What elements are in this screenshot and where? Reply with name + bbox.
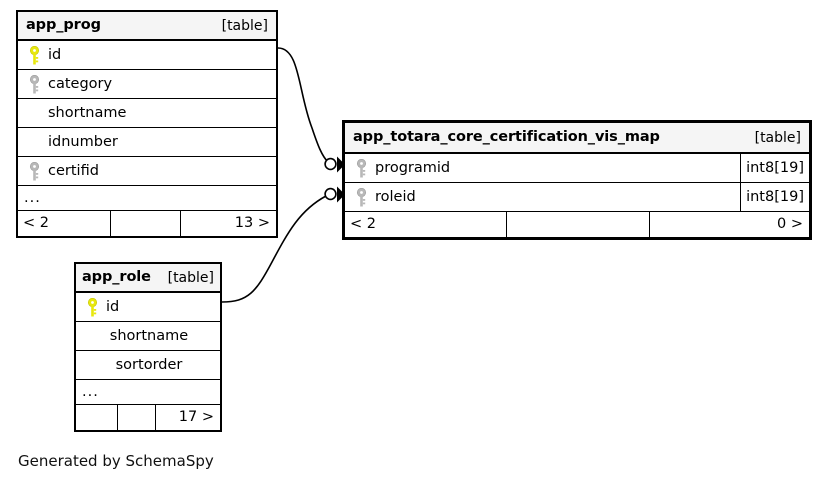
column-main-cell: programid [345, 158, 740, 178]
optional-marker-circle [324, 187, 337, 201]
generated-by-caption: Generated by SchemaSpy [18, 452, 214, 470]
column-name: roleid [375, 188, 416, 205]
column-main-cell: shortname [18, 103, 276, 123]
column-name: certifid [48, 162, 99, 179]
table-header-app_prog: app_prog [table] [18, 12, 276, 41]
table-app_role[interactable]: app_role [table] id shortname [74, 262, 222, 432]
column-row-shortname[interactable]: shortname [76, 322, 220, 351]
footer-parents-count[interactable]: < 2 [350, 216, 376, 233]
table-app_prog[interactable]: app_prog [table] id [16, 10, 278, 238]
column-main-cell: certifid [18, 161, 276, 181]
footer-middle-cell [117, 405, 155, 430]
column-row-id[interactable]: id [76, 293, 220, 322]
column-main-cell: category [18, 74, 276, 94]
table-footer-app_prog: < 2 13 > [18, 211, 276, 236]
more-columns-indicator: ... [76, 380, 220, 405]
column-name: id [48, 46, 62, 63]
column-type: int8[19] [740, 183, 809, 211]
column-main-cell: idnumber [18, 132, 276, 152]
column-main-cell: roleid [345, 187, 740, 207]
relationship-app_prog-id-to-programid [277, 47, 345, 173]
footer-children-count[interactable]: 13 > [180, 211, 276, 236]
column-row-roleid[interactable]: roleid int8[19] [345, 183, 809, 212]
foreign-key-icon [26, 74, 43, 94]
column-name: id [106, 298, 120, 315]
column-row-idnumber[interactable]: idnumber [18, 128, 276, 157]
column-name: idnumber [48, 133, 118, 150]
column-name: shortname [109, 328, 189, 344]
table-header-focal: app_totara_core_certification_vis_map [t… [345, 123, 809, 154]
column-name: sortorder [115, 357, 183, 373]
primary-key-icon [84, 297, 101, 317]
table-footer-focal: < 2 0 > [345, 212, 809, 237]
footer-children-count[interactable]: 0 > [649, 212, 809, 237]
column-name: shortname [48, 104, 127, 121]
column-row-id[interactable]: id [18, 41, 276, 70]
more-columns-indicator: ... [18, 186, 276, 211]
column-main-cell: id [18, 45, 276, 65]
table-footer-app_role: 17 > [76, 405, 220, 430]
column-name: category [48, 75, 113, 92]
primary-key-icon [26, 45, 43, 65]
column-row-category[interactable]: category [18, 70, 276, 99]
foreign-key-icon [353, 187, 370, 207]
footer-parents-count[interactable] [76, 405, 117, 430]
column-main-cell: sortorder [76, 358, 220, 373]
table-kind-label: [table] [167, 269, 214, 286]
foreign-key-icon [353, 158, 370, 178]
column-main-cell: id [76, 297, 220, 317]
column-row-programid[interactable]: programid int8[19] [345, 154, 809, 183]
table-title: app_role [82, 269, 151, 286]
footer-middle-cell [110, 211, 180, 236]
table-kind-label: [table] [221, 17, 268, 34]
table-title: app_prog [26, 17, 101, 34]
footer-middle-cell [506, 212, 649, 237]
optional-marker-circle [324, 157, 337, 171]
no-key-spacer [26, 103, 43, 123]
column-row-sortorder[interactable]: sortorder [76, 351, 220, 380]
foreign-key-icon [26, 161, 43, 181]
column-type: int8[19] [740, 154, 809, 182]
footer-children-count[interactable]: 17 > [155, 405, 220, 430]
table-title: app_totara_core_certification_vis_map [353, 129, 660, 146]
table-header-app_role: app_role [table] [76, 264, 220, 293]
column-main-cell: shortname [76, 329, 220, 344]
table-app_totara_core_certification_vis_map[interactable]: app_totara_core_certification_vis_map [t… [342, 120, 812, 240]
table-kind-label: [table] [754, 129, 801, 146]
footer-parents-count[interactable]: < 2 [23, 215, 49, 232]
column-row-shortname[interactable]: shortname [18, 99, 276, 128]
no-key-spacer [26, 132, 43, 152]
column-name: programid [375, 159, 451, 176]
column-row-certifid[interactable]: certifid [18, 157, 276, 186]
